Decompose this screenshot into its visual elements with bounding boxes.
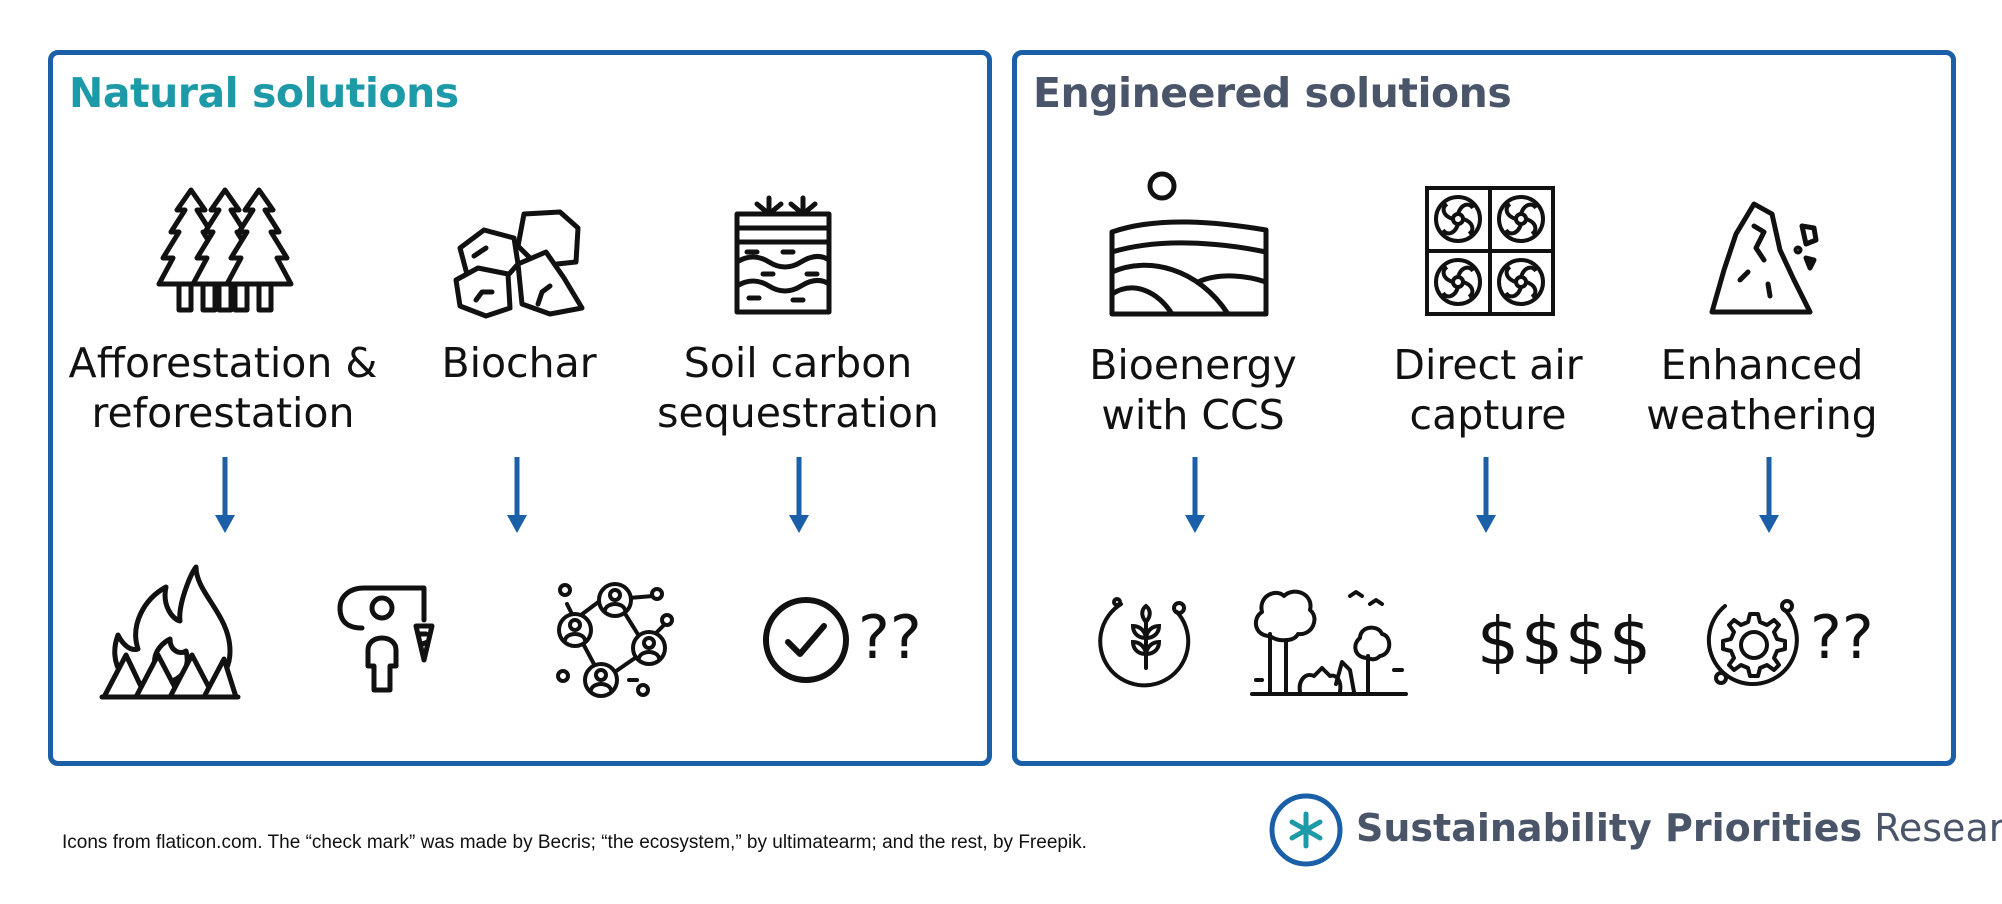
ecosystem-icon	[1250, 584, 1408, 696]
soil-layers-icon	[733, 194, 833, 316]
person-carrot-icon	[337, 585, 438, 694]
down-arrow-icon	[1476, 457, 1496, 533]
fire-icon	[99, 564, 241, 701]
question-marks: ??	[1810, 603, 1874, 673]
down-arrow-icon	[215, 457, 235, 533]
afforestation-label: Afforestation &reforestation	[68, 339, 378, 437]
fans-icon	[1425, 186, 1555, 316]
down-arrow-icon	[507, 457, 527, 533]
icon-credit-text: Icons from flaticon.com. The “check mark…	[62, 832, 1087, 853]
engineered-solutions-title: Engineered solutions	[1033, 69, 1512, 117]
biochar-label: Biochar	[441, 339, 597, 387]
check-mark-icon	[762, 596, 850, 684]
asterisk-logo-icon	[1269, 793, 1343, 867]
down-arrow-icon	[789, 457, 809, 533]
down-arrow-icon	[1759, 457, 1779, 533]
wheat-cycle-icon	[1097, 592, 1195, 690]
fields-sun-icon	[1108, 171, 1270, 317]
forest-icon	[156, 187, 294, 314]
engineered-solutions-panel: Engineered solutions	[1012, 50, 1956, 766]
down-arrow-icon	[1185, 457, 1205, 533]
network-people-icon	[553, 580, 677, 702]
natural-solutions-title: Natural solutions	[69, 69, 459, 117]
rock-crumbling-icon	[1709, 200, 1822, 316]
brand-name: Sustainability Priorities Research	[1356, 806, 2002, 850]
cost-dollars: $$$$	[1477, 603, 1653, 680]
gear-cycle-icon	[1705, 592, 1803, 690]
question-marks: ??	[858, 603, 922, 673]
rocks-icon	[452, 208, 586, 319]
